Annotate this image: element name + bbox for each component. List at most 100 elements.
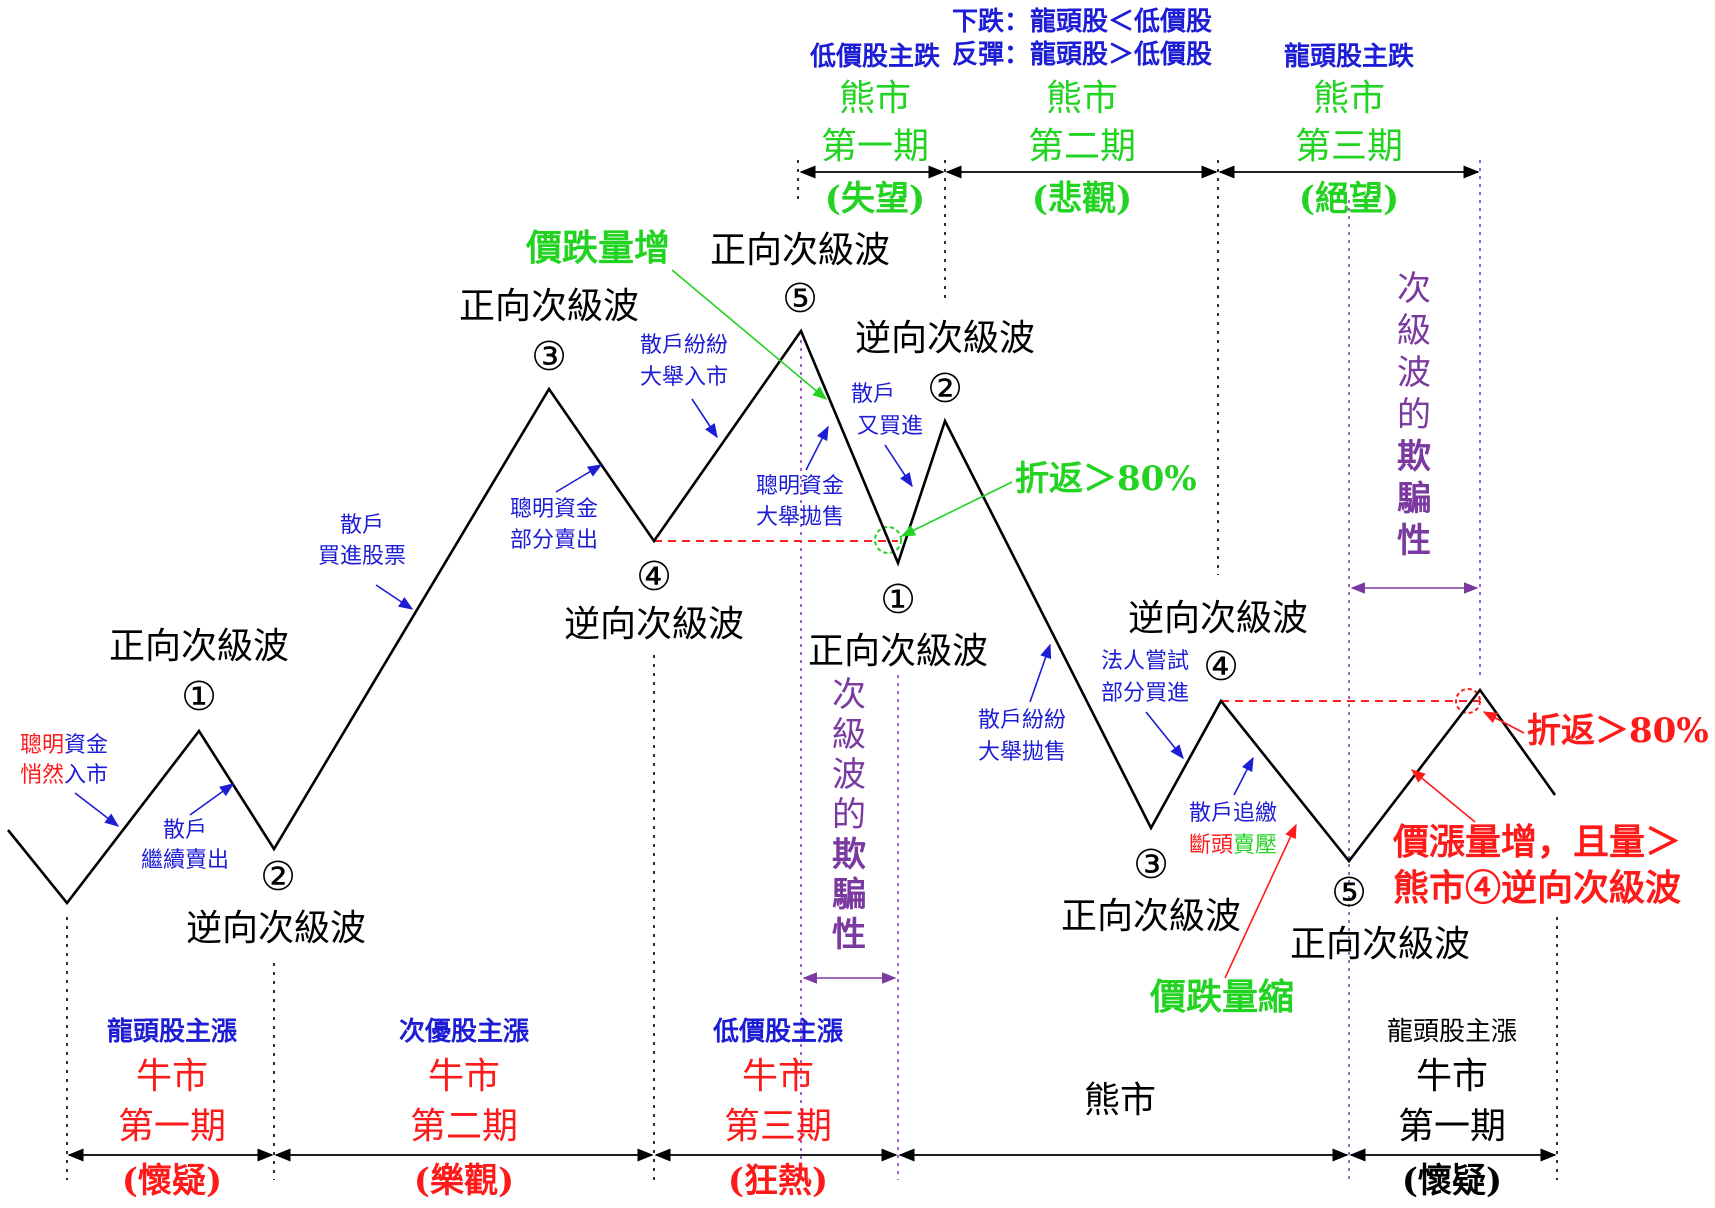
wave-labels: 正向次級波 ① ② 逆向次級波 正向次級波 ③ ④ 逆向次級波 正向次級波 ⑤ … — [109, 230, 1470, 965]
wave-label-num: ③ — [1133, 842, 1169, 888]
annotation-text: 法人嘗試 — [1101, 649, 1189, 674]
annotation-text: 大舉入市 — [640, 365, 728, 390]
wave-label-num: ⑤ — [1331, 870, 1367, 916]
phase-subtitle: 低價股主漲 — [712, 1017, 844, 1047]
pointer-arrow — [375, 584, 414, 610]
deception-char: 的 — [832, 795, 866, 835]
annotation-red-part: 聰明 — [20, 733, 64, 758]
phase-period: 第三期 — [724, 1106, 832, 1147]
signal-annotations: 價跌量增 折返＞80% 價跌量縮 折返＞80% 價漲量增，且量＞ 熊市④逆向次級… — [525, 227, 1709, 1018]
phase-subtitle: 龍頭股主漲 — [107, 1016, 238, 1047]
wave-label-name: 逆向次級波 — [1128, 598, 1308, 639]
signal-retrace-80-red: 折返＞80% — [1527, 711, 1709, 751]
phase-subtitle: 次優股主漲 — [399, 1017, 530, 1047]
phase-market: 牛市 — [1416, 1056, 1488, 1097]
wave-label-num: ① — [181, 674, 217, 720]
phase-mood: (悲觀) — [1032, 179, 1132, 219]
annotation-blue-part: 入市 — [64, 763, 108, 788]
annotation-text: 散戶紛紛 — [978, 708, 1066, 733]
pointer-arrow — [74, 792, 120, 827]
wave-label-num: ③ — [531, 334, 567, 380]
phase-period: 第一期 — [1398, 1106, 1506, 1147]
deception-char: 欺 — [1397, 437, 1431, 477]
pointer-arrow — [1029, 643, 1052, 703]
annotation-text: 散戶 — [851, 382, 895, 407]
phase-subtitle: 反彈：龍頭股＞低價股 — [952, 39, 1212, 70]
annotation-text: 斷頭賣壓 — [1189, 833, 1277, 858]
phase-subtitle: 低價股主跌 — [809, 42, 940, 72]
phase-mood: (絕望) — [1299, 179, 1399, 219]
wave-label-name: 正向次級波 — [808, 631, 988, 672]
phase-mood: (懷疑) — [1402, 1161, 1502, 1201]
annotation-red-part: 斷頭 — [1189, 833, 1233, 858]
wave-label-name: 正向次級波 — [1290, 924, 1470, 965]
phase-period: 第三期 — [1295, 126, 1403, 167]
annotation-text: 散戶追繳 — [1189, 801, 1277, 826]
phase-mood: (失望) — [825, 179, 925, 219]
deception-char: 次 — [1397, 269, 1431, 309]
deception-char: 次 — [832, 675, 866, 715]
deception-char: 欺 — [832, 835, 866, 875]
wave-label-num: ⑤ — [782, 276, 818, 322]
annotation-text: 部分買進 — [1101, 681, 1189, 706]
deception-char: 波 — [1397, 353, 1431, 393]
pointer-arrow — [1482, 711, 1525, 734]
annotation-text: 繼續賣出 — [141, 848, 229, 873]
blue-annotations: 聰明資金 悄然入市 散戶 繼續賣出 散戶 買進股票 聰明資金 部分賣出 散戶紛紛… — [20, 333, 1277, 873]
pointer-arrow — [691, 398, 718, 439]
deception-char: 波 — [832, 755, 866, 795]
wave-label-num: ① — [880, 577, 916, 623]
bear-phase-1: 低價股主跌 熊市 第一期 (失望) — [809, 42, 940, 219]
guide-lines — [66, 160, 1558, 1180]
bear-market-bottom: 熊市 — [1084, 1080, 1156, 1121]
wave-label-name: 逆向次級波 — [186, 908, 366, 949]
annotation-text: 散戶紛紛 — [640, 333, 728, 358]
pointer-arrow — [1224, 823, 1297, 979]
phase-mood: (狂熱) — [728, 1161, 828, 1201]
phase-period: 第一期 — [118, 1106, 226, 1147]
bull-phase-2: 次優股主漲 牛市 第二期 (樂觀) — [399, 1017, 530, 1201]
phase-period: 第二期 — [410, 1106, 518, 1147]
bear-phase-2: 下跌：龍頭股＜低價股 反彈：龍頭股＞低價股 熊市 第二期 (悲觀) — [952, 6, 1212, 219]
deception-char: 性 — [832, 915, 866, 955]
annotation-text: 聰明資金 — [510, 497, 598, 522]
wave-label-name: 正向次級波 — [109, 626, 289, 667]
pointer-arrow — [1145, 711, 1184, 760]
phase-subtitle: 龍頭股主漲 — [1387, 1017, 1517, 1047]
phase-market: 牛市 — [136, 1056, 208, 1097]
annotation-text: 買進股票 — [318, 544, 406, 569]
wave-label-name: 逆向次級波 — [855, 318, 1035, 359]
signal-price-down-volume-down: 價跌量縮 — [1149, 976, 1294, 1018]
retrace-marker-circle — [1455, 688, 1481, 714]
signal-price-up-volume-up: 熊市④逆向次級波 — [1393, 867, 1681, 909]
annotation-text: 散戶 — [163, 818, 207, 843]
deception-char: 級 — [1397, 311, 1431, 351]
pointer-arrow — [1233, 756, 1254, 796]
phase-subtitle: 龍頭股主跌 — [1284, 41, 1414, 72]
pointer-arrow — [805, 425, 829, 471]
wave-label-num: ④ — [1203, 644, 1239, 690]
bull-phase-next: 龍頭股主漲 牛市 第一期 (懷疑) — [1387, 1017, 1517, 1201]
annotation-red-part: 悄然 — [20, 763, 64, 788]
phase-mood: (樂觀) — [414, 1161, 514, 1201]
phase-period: 第一期 — [821, 126, 929, 167]
wave-label-num: ② — [260, 854, 296, 900]
annotation-green-part: 賣壓 — [1233, 833, 1277, 858]
signal-price-down-volume-up: 價跌量增 — [525, 227, 670, 269]
bull-phase-3: 低價股主漲 牛市 第三期 (狂熱) — [712, 1017, 844, 1201]
wave-label-num: ② — [927, 366, 963, 412]
annotation-blue-part: 資金 — [64, 733, 108, 758]
deception-left: 次 級 波 的 欺 騙 性 — [802, 675, 897, 984]
deception-char: 騙 — [1397, 479, 1431, 519]
phase-market: 熊市 — [1046, 78, 1118, 119]
annotation-text: 悄然入市 — [20, 763, 108, 788]
deception-char: 騙 — [832, 875, 866, 915]
wave-label-name: 正向次級波 — [459, 286, 639, 327]
retrace-marker-circle — [874, 526, 902, 554]
bear-phase-3: 龍頭股主跌 熊市 第三期 (絕望) — [1284, 41, 1414, 219]
annotation-text: 大舉拋售 — [756, 505, 844, 530]
phase-market: 牛市 — [428, 1056, 500, 1097]
pointer-arrow — [900, 481, 1013, 537]
annotation-text: 大舉拋售 — [978, 740, 1066, 765]
wave-label-name: 正向次級波 — [710, 230, 890, 271]
